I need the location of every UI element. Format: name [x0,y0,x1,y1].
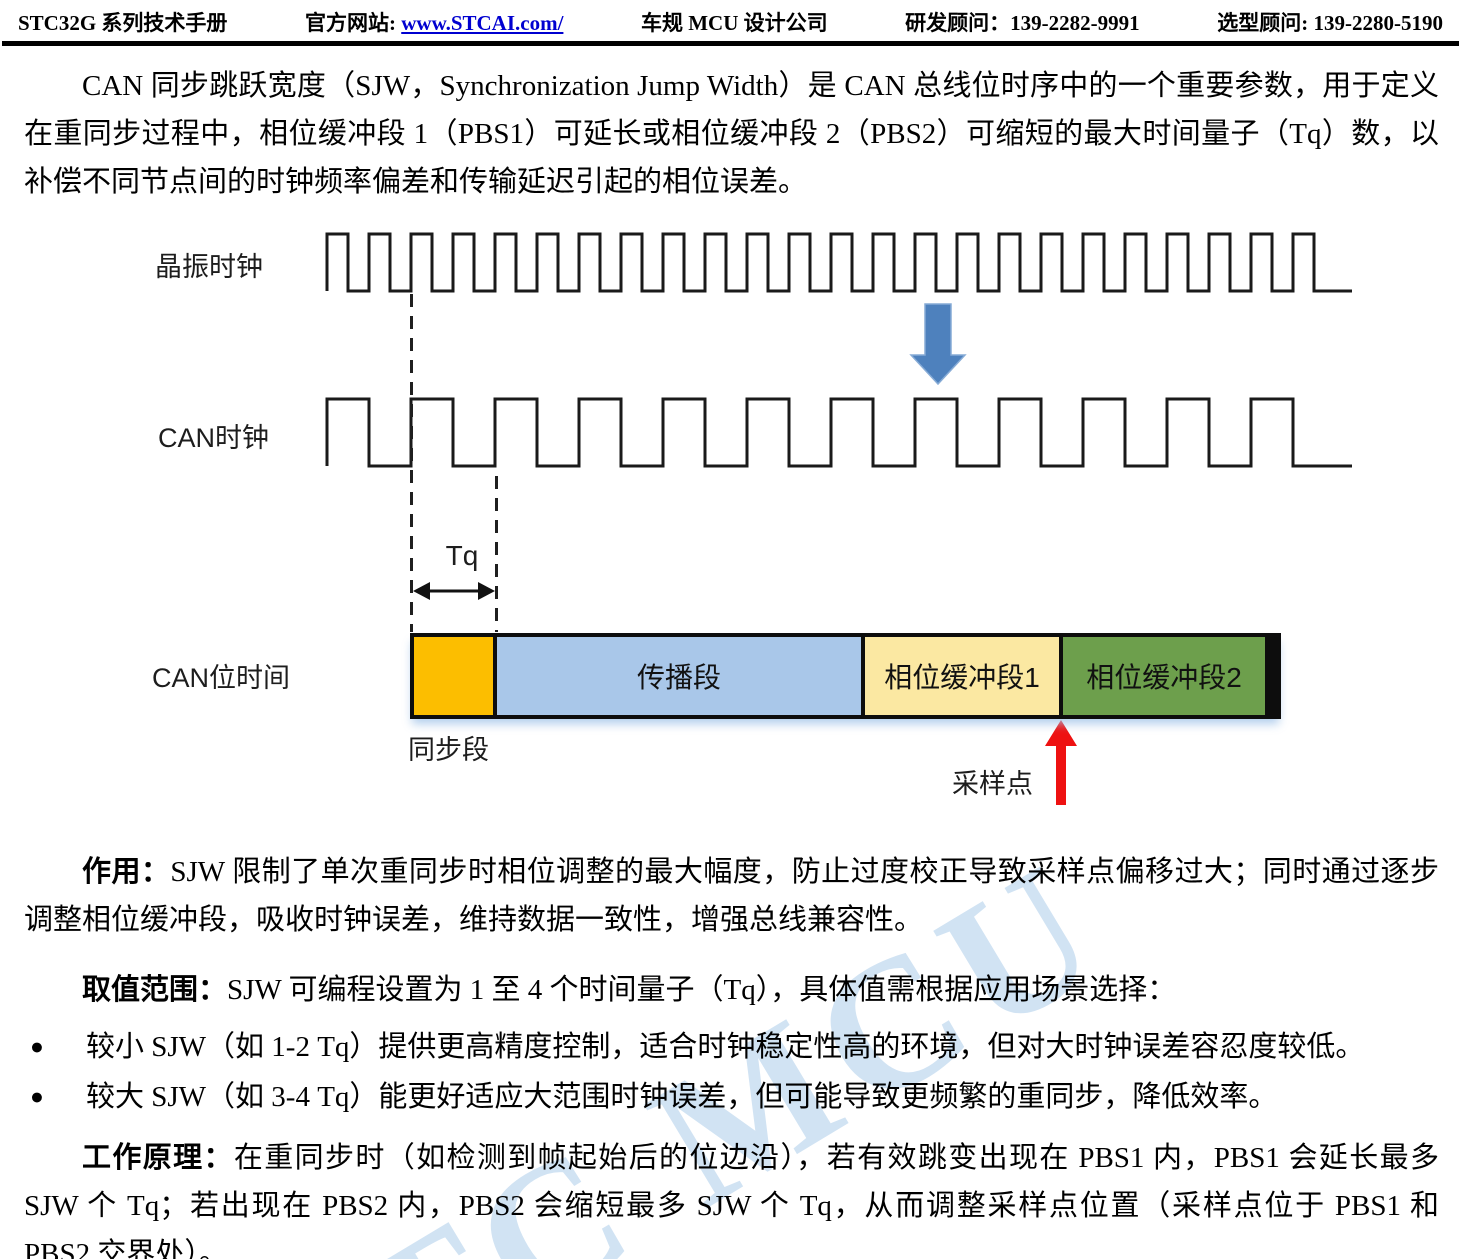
role-paragraph: 作用：SJW 限制了单次重同步时相位调整的最大幅度，防止过度校正导致采样点偏移过… [24,848,1439,944]
role-text: SJW 限制了单次重同步时相位调整的最大幅度，防止过度校正导致采样点偏移过大；同… [24,856,1439,936]
phase-buffer-1-segment: 相位缓冲段1 [865,637,1063,715]
timing-diagram-canvas [325,232,1352,805]
website-link[interactable]: www.STCAI.com/ [401,11,564,35]
company-name: 车规 MCU 设计公司 [640,11,828,35]
sample-point-label: 采样点 [952,769,1033,799]
website-field: 官方网站: www.STCAI.com/ [305,7,563,37]
propagation-segment: 传播段 [497,637,865,715]
principle-text: 在重同步时（如检测到帧起始后的位边沿），若有效跳变出现在 PBS1 内，PBS1… [24,1142,1439,1259]
crystal-clock-label: 晶振时钟 [155,252,263,282]
rd-contact: 研发顾问：139-2282-9991 [905,11,1140,35]
tq-label: Tq [445,540,479,571]
bullet-icon: ● [30,1084,44,1109]
can-clock-wave [325,397,1352,468]
bullet-icon: ● [30,1034,44,1059]
list-item: ● 较小 SJW（如 1-2 Tq）提供更高精度控制，适合时钟稳定性高的环境，但… [24,1022,1439,1072]
role-label: 作用： [82,856,171,888]
blue-down-arrow [909,303,967,386]
can-clock-label: CAN时钟 [158,423,270,453]
intro-paragraph: CAN 同步跳跃宽度（SJW，Synchronization Jump Widt… [24,70,1439,198]
principle-label: 工作原理： [82,1142,234,1174]
bit-time-bar: 传播段 相位缓冲段1 相位缓冲段2 [410,633,1281,719]
tq-arrowhead-left [413,582,430,600]
phase-buffer-1-label: 相位缓冲段1 [884,662,1040,693]
crystal-clock-wave [325,232,1352,293]
page-header: STC32G 系列技术手册 官方网站: www.STCAI.com/ 车规 MC… [2,0,1459,46]
bit-time-label: CAN位时间 [152,663,291,693]
range-label: 取值范围： [82,974,228,1006]
range-paragraph: 取值范围：SJW 可编程设置为 1 至 4 个时间量子（Tq），具体值需根据应用… [24,966,1439,1014]
selection-contact: 选型顾问: 139-2280-5190 [1217,11,1443,35]
propagation-segment-label: 传播段 [636,662,721,693]
sync-segment-caption: 同步段 [408,735,489,765]
list-item-text: 较小 SJW（如 1-2 Tq）提供更高精度控制，适合时钟稳定性高的环境，但对大… [86,1031,1365,1063]
range-text: SJW 可编程设置为 1 至 4 个时间量子（Tq），具体值需根据应用场景选择： [227,974,1177,1006]
tq-arrowhead-right [478,582,495,600]
sjw-option-list: ● 较小 SJW（如 1-2 Tq）提供更高精度控制，适合时钟稳定性高的环境，但… [24,1022,1439,1122]
website-label: 官方网站: [304,11,396,35]
manual-title: STC32G 系列技术手册 [18,11,228,35]
list-item-text: 较大 SJW（如 3-4 Tq）能更好适应大范围时钟误差，但可能导致更频繁的重同… [86,1081,1278,1113]
phase-buffer-2-label: 相位缓冲段2 [1086,662,1242,693]
phase-buffer-2-segment: 相位缓冲段2 [1063,637,1265,715]
list-item: ● 较大 SJW（如 3-4 Tq）能更好适应大范围时钟误差，但可能导致更频繁的… [24,1072,1439,1122]
sample-point-arrow [1045,720,1077,805]
can-bit-timing-diagram: 晶振时钟 CAN时钟 CAN位时间 Tq 传播段 相位缓冲段1 相位缓冲段2 同 [0,228,1461,840]
principle-paragraph: 工作原理：在重同步时（如检测到帧起始后的位边沿），若有效跳变出现在 PBS1 内… [24,1134,1439,1259]
sync-segment [414,637,497,715]
